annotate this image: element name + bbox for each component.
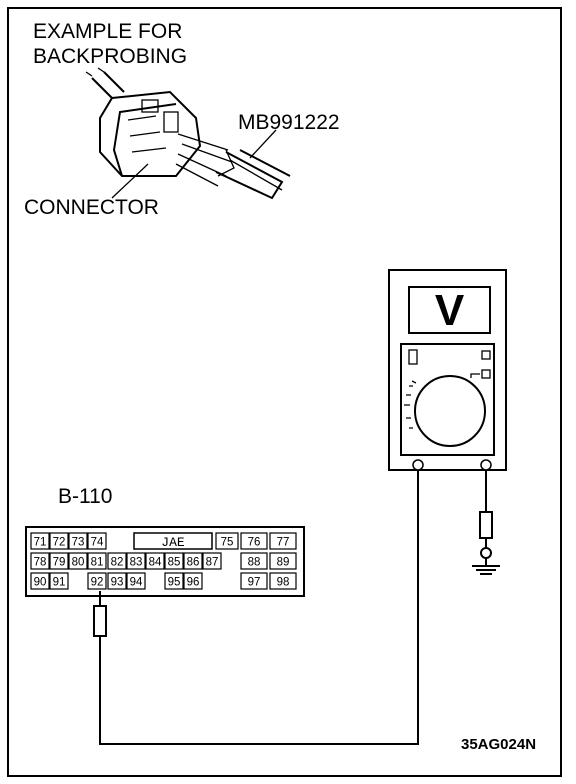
pin-label-83: 83 — [130, 557, 143, 569]
pin-label-73: 73 — [72, 537, 85, 549]
pin-cell-93 — [107, 572, 127, 590]
pin-label-98: 98 — [277, 577, 290, 589]
backprobe-illustration — [85, 67, 291, 200]
pin-label-86: 86 — [187, 557, 200, 569]
pin-label-94: 94 — [130, 577, 143, 589]
pin-cell-97 — [240, 572, 268, 590]
pin-cell-72 — [49, 532, 69, 550]
pin-cell-90 — [30, 572, 50, 590]
voltmeter: V — [388, 269, 507, 471]
pin-label-78: 78 — [34, 557, 47, 569]
pin-label-90: 90 — [34, 577, 47, 589]
pin-cell-98 — [269, 572, 297, 590]
pin-label-74: 74 — [91, 537, 104, 549]
pin-cell-85 — [164, 552, 184, 570]
pin-cell-86 — [183, 552, 203, 570]
pin-label-89: 89 — [277, 557, 290, 569]
pin-label-88: 88 — [248, 557, 261, 569]
pin-label-87: 87 — [206, 557, 219, 569]
pin-cell-96 — [183, 572, 203, 590]
pin-label-84: 84 — [149, 557, 162, 569]
example-title-line1: EXAMPLE FOR — [33, 20, 182, 43]
connector-label: CONNECTOR — [24, 196, 159, 219]
voltmeter-display-symbol: V — [435, 286, 465, 335]
pin-cell-92 — [87, 572, 107, 590]
connector-id-label: B-110 — [58, 485, 112, 508]
pin-label-95: 95 — [168, 577, 181, 589]
tool-label: MB991222 — [238, 111, 340, 134]
pin-cell-79 — [49, 552, 69, 570]
pin-cell-88 — [240, 552, 268, 570]
pin-cell-82 — [107, 552, 127, 570]
diagram-frame — [7, 7, 562, 777]
voltmeter-display — [408, 286, 491, 334]
power-switch-icon[interactable] — [408, 349, 418, 365]
pin-label-77: 77 — [277, 537, 290, 549]
pin-cell-76 — [240, 532, 268, 550]
pin-label-79: 79 — [53, 557, 66, 569]
pin-cell-78 — [30, 552, 50, 570]
pin-cell-73 — [68, 532, 88, 550]
pin-label-75: 75 — [221, 537, 234, 549]
pin-label-72: 72 — [53, 537, 66, 549]
ground-clip-icon — [480, 547, 492, 559]
pin-cell-80 — [68, 552, 88, 570]
pin-label-96: 96 — [187, 577, 200, 589]
function-button-icon[interactable] — [481, 350, 491, 360]
pin-label-92: 92 — [91, 577, 104, 589]
pin-cell-71 — [30, 532, 50, 550]
pin-label-97: 97 — [248, 577, 261, 589]
hold-button-icon[interactable] — [481, 369, 491, 379]
positive-jack[interactable] — [412, 459, 424, 471]
pin-label-91: 91 — [53, 577, 66, 589]
pin-cell-81 — [87, 552, 107, 570]
pin-cell-94 — [126, 572, 146, 590]
connector-pinout: 71 72 73 74 75 76 77 78 79 80 81 82 83 84 85 86 87 88 89 90… — [25, 526, 305, 597]
ground-lead — [472, 470, 500, 575]
negative-jack[interactable] — [480, 459, 492, 471]
pin-label-71: 71 — [34, 537, 47, 549]
pin-cell-84 — [145, 552, 165, 570]
probe-pin-icon — [93, 605, 107, 637]
pin-label-93: 93 — [111, 577, 124, 589]
pin-cell-83 — [126, 552, 146, 570]
maker-box — [133, 532, 213, 550]
pin-label-80: 80 — [72, 557, 85, 569]
pin-cell-89 — [269, 552, 297, 570]
example-title-line2: BACKPROBING — [33, 45, 187, 68]
pin-cell-91 — [49, 572, 69, 590]
pin-label-82: 82 — [111, 557, 124, 569]
range-dial[interactable] — [414, 375, 486, 447]
pin-cell-77 — [269, 532, 297, 550]
pin-cell-95 — [164, 572, 184, 590]
maker-label: JAE — [161, 535, 185, 550]
pin-cell-74 — [87, 532, 107, 550]
pin-cell-87 — [202, 552, 222, 570]
test-lead — [93, 470, 419, 745]
pin-cell-75 — [215, 532, 239, 550]
pin-label-81: 81 — [91, 557, 104, 569]
pin-label-85: 85 — [168, 557, 181, 569]
pin-label-76: 76 — [248, 537, 261, 549]
figure-code: 35AG024N — [461, 736, 536, 753]
